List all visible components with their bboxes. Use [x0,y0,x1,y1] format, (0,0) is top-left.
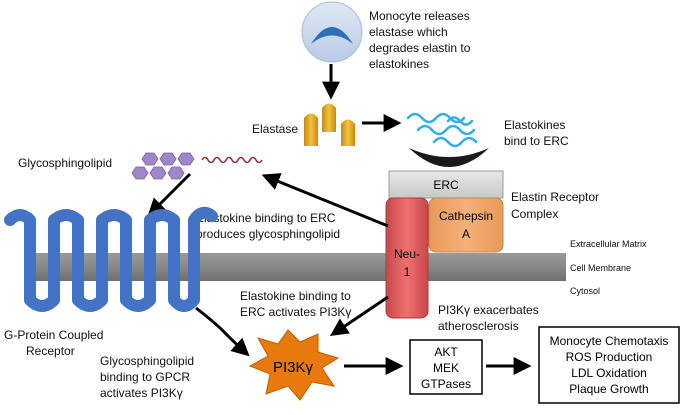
svg-text:binding to GPCR: binding to GPCR [100,370,190,384]
arrow-gpcr-to-pi3k [195,306,250,357]
svg-text:activates PI3Kγ: activates PI3Kγ [100,386,183,400]
gpcr-label: G-Protein Coupled Receptor [4,328,103,358]
svg-text:Elastokine binding to: Elastokine binding to [240,289,351,303]
svg-text:produces glycosphingolipid: produces glycosphingolipid [196,227,340,241]
neu1-protein [385,197,429,319]
outcomes-box [538,326,680,404]
cathepsin-a-label: Cathepsin A [439,209,493,241]
glyco-gpcr-label: Glycosphingolipid binding to GPCR activa… [100,354,194,400]
erc-glycosphingolipid-label: Elastokine binding to ERC produces glyco… [196,211,340,241]
erc-binding-cup [409,148,489,167]
pi3k-starburst [248,329,340,401]
cytosol-label: Cytosol [570,286,600,296]
monocyte-label: Monocyte releases elastase which degrade… [369,9,471,71]
svg-text:Monocyte releases: Monocyte releases [369,9,470,23]
svg-text:bind to ERC: bind to ERC [504,134,569,148]
lipid-tail [201,156,263,164]
svg-text:Elastokines: Elastokines [504,118,565,132]
svg-text:LDL Oxidation: LDL Oxidation [571,366,647,380]
svg-text:ROS Production: ROS Production [566,350,653,364]
svg-text:Plaque Growth: Plaque Growth [569,382,648,396]
svg-text:GTPases: GTPases [421,377,471,391]
svg-text:atherosclerosis: atherosclerosis [438,319,519,333]
akt-mek-gtpases-box [409,339,483,395]
svg-text:1: 1 [404,265,411,279]
monocyte-icon [301,1,363,63]
svg-text:Neu-: Neu- [394,247,420,261]
cell-membrane-label: Cell Membrane [570,263,631,273]
svg-text:Monocyte Chemotaxis: Monocyte Chemotaxis [550,334,669,348]
svg-text:PI3Kγ exacerbates: PI3Kγ exacerbates [438,303,539,317]
erc-box [388,170,504,199]
erc-label: ERC [433,178,459,192]
elastase-label: Elastase [252,122,298,136]
elastokines-label: Elastokines bind to ERC [504,118,569,148]
cell-membrane [28,253,566,281]
glycosphingolipid-icon [131,152,195,180]
svg-text:A: A [462,227,470,241]
svg-text:degrades elastin to: degrades elastin to [369,41,471,55]
outcomes-label: Monocyte Chemotaxis ROS Production LDL O… [550,334,669,396]
gpcr-receptor [4,206,218,312]
svg-text:G-Protein Coupled: G-Protein Coupled [4,328,103,342]
svg-text:elastase which: elastase which [369,25,448,39]
svg-text:Elastin Receptor: Elastin Receptor [511,190,599,204]
arrow-glycosphingolipid-to-gpcr [147,172,192,217]
erc-pi3k-label: Elastokine binding to ERC activates PI3K… [240,289,351,319]
svg-text:MEK: MEK [433,361,459,375]
pi3k-exacerbates-label: PI3Kγ exacerbates atherosclerosis [438,303,539,333]
extracellular-matrix-label: Extracellular Matrix [570,239,647,249]
elastase-icon [304,103,355,146]
cathepsin-a-protein [428,197,504,253]
neu1-label: Neu- 1 [394,247,420,279]
erc-complex-label: Elastin Receptor Complex [511,190,599,221]
svg-text:elastokines: elastokines [369,57,429,71]
svg-text:Receptor: Receptor [26,344,75,358]
svg-text:AKT: AKT [434,345,458,359]
arrow-erc-to-glycosphingolipid [261,173,389,228]
arrow-neu1-to-pi3k [330,295,389,337]
svg-text:Complex: Complex [511,207,558,221]
pi3k-label: PI3Kγ [273,359,314,376]
elastokines-icon [406,112,478,148]
akt-mek-gtpases-label: AKT MEK GTPases [421,345,471,391]
svg-text:ERC activates PI3Kγ: ERC activates PI3Kγ [240,305,351,319]
svg-text:Glycosphingolipid: Glycosphingolipid [100,354,194,368]
glycosphingolipid-label: Glycosphingolipid [18,156,112,170]
svg-text:Elastokine binding to ERC: Elastokine binding to ERC [196,211,336,225]
svg-text:Cathepsin: Cathepsin [439,209,493,223]
